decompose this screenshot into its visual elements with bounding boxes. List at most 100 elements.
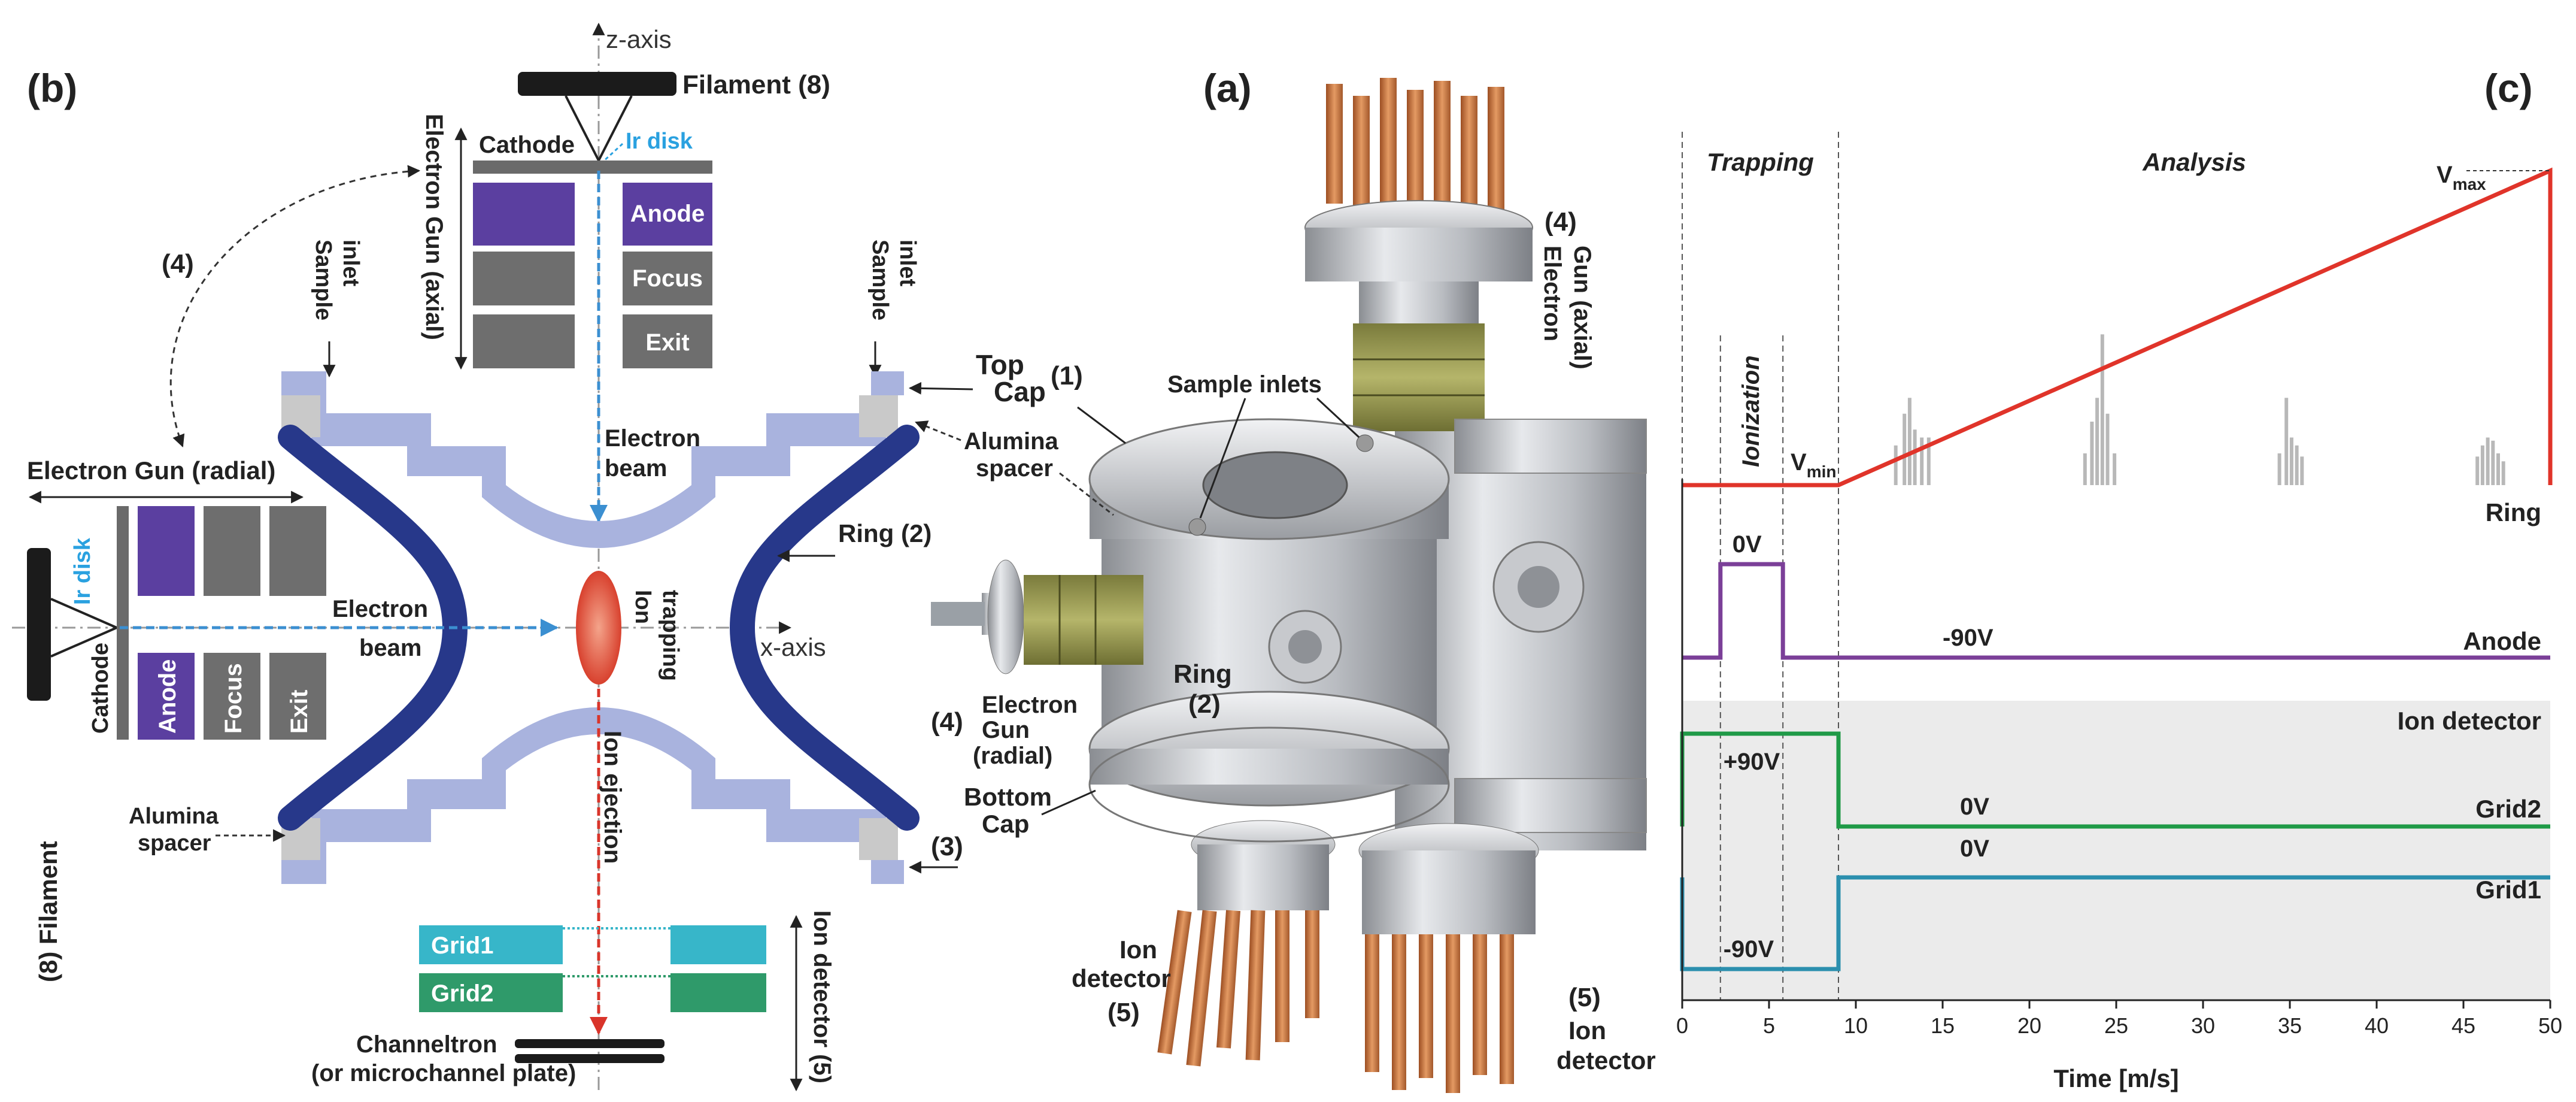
bottom-cap-section xyxy=(281,707,904,884)
x-tick-label: 15 xyxy=(1931,1013,1955,1038)
alumina-spacer-bottom-right xyxy=(859,818,898,860)
ring-series-label: Ring xyxy=(2486,498,2541,526)
gun-radial-label: Electron Gun (radial) xyxy=(27,456,275,485)
anode-series-label: Anode xyxy=(2463,627,2541,655)
ion-cloud xyxy=(576,571,621,685)
x-tick-label: 5 xyxy=(1763,1013,1775,1038)
sample-inlet-port-2 xyxy=(1356,434,1374,452)
ion-detector-b-label: Ion detector (5) xyxy=(809,910,835,1083)
ion-trapping-label-1: Ion xyxy=(630,590,656,624)
bottom-cap-label-1: Bottom xyxy=(964,783,1052,811)
axial-connector-pin-5 xyxy=(1434,81,1451,210)
anode-left-top xyxy=(138,506,195,596)
spectrum-peak xyxy=(2289,437,2293,485)
channeltron-label-2: (or microchannel plate) xyxy=(311,1060,576,1086)
ir-disk-left-label: Ir disk xyxy=(70,537,95,605)
gun-axial-a-num: (4) xyxy=(1545,207,1577,237)
x-tick-label: 20 xyxy=(2017,1013,2041,1038)
vmax-sub: max xyxy=(2453,175,2486,193)
panel-b: (b) z-axis x-axis Filament (8) Ir disk C… xyxy=(12,22,932,1092)
sample-inlet-left-label-2: inlet xyxy=(338,240,363,286)
det-left-pin-3 xyxy=(1216,910,1240,1049)
exit-top-left xyxy=(473,314,575,368)
det-right-pin-3 xyxy=(1419,934,1433,1078)
panel-a-label: (a) xyxy=(1203,66,1252,110)
electron-beam-top-label-1: Electron xyxy=(605,425,700,452)
axial-gun-coil xyxy=(1353,323,1485,431)
radial-gun-connector xyxy=(931,602,985,626)
ion-det-a-left-label-1: Ion xyxy=(1119,936,1157,964)
det-left-pin-4 xyxy=(1245,910,1266,1061)
det-right-pin-5 xyxy=(1473,934,1487,1075)
cathode-left-label: Cathode xyxy=(88,643,113,734)
ir-disk-top-pointer xyxy=(600,143,624,164)
ion-trapping-label-2: trapping xyxy=(658,590,683,681)
channeltron-label-1: Channeltron xyxy=(356,1031,497,1058)
det-right-pin-2 xyxy=(1392,934,1406,1090)
top-cap-arrow xyxy=(908,382,973,395)
ring-a-label-1: Ring xyxy=(1173,659,1232,689)
top-cap-section xyxy=(281,371,904,548)
anode-top-right xyxy=(623,183,712,246)
ring-right xyxy=(729,425,920,831)
filament-top-label: Filament (8) xyxy=(682,70,830,99)
x-tick-label: 50 xyxy=(2538,1013,2562,1038)
top-cap-leader xyxy=(1077,406,1126,444)
gun-radial-a-num: (4) xyxy=(931,707,963,737)
filament-top xyxy=(518,72,676,96)
callout-4-curve xyxy=(169,165,421,447)
radial-gun-assembly xyxy=(931,559,1143,674)
sample-inlet-left-label-1: Sample xyxy=(311,240,336,320)
x-axis-title: Time [m/s] xyxy=(2053,1064,2178,1092)
spectrum-peak xyxy=(2480,445,2484,485)
anode-voltage-trace xyxy=(1682,562,2550,660)
sample-inlets-label: Sample inlets xyxy=(1167,371,1322,398)
spectrum-peak xyxy=(2090,422,2094,485)
alumina-spacer-top-right xyxy=(859,395,898,437)
spectrum-peak xyxy=(2105,413,2110,485)
x-tick-label: 30 xyxy=(2191,1013,2215,1038)
sample-inlets-leader-2 xyxy=(1316,397,1360,438)
spectrum-peak xyxy=(1894,445,1898,485)
focus-left-label: Focus xyxy=(220,663,247,734)
axial-connector-pin-6 xyxy=(1461,96,1477,210)
exit-top-label: Exit xyxy=(645,329,689,356)
grid2-left xyxy=(419,973,563,1012)
callout-4-b: (4) xyxy=(162,249,194,278)
axial-gun-assembly xyxy=(1304,78,1533,431)
spectrum-peak xyxy=(1920,437,1924,485)
sample-inlet-port-1 xyxy=(1188,518,1206,536)
ring-2-label: Ring (2) xyxy=(838,519,932,547)
grid2-right xyxy=(670,973,766,1012)
front-port-inner xyxy=(1288,630,1322,664)
grid2-label: Grid2 xyxy=(431,980,493,1007)
axial-connector-pin-1 xyxy=(1326,84,1343,204)
focus-left-bottom xyxy=(204,653,260,740)
spectrum-peak xyxy=(2100,334,2104,485)
back-top-flange xyxy=(1454,419,1647,474)
ion-det-a-right-num: (5) xyxy=(1568,983,1601,1012)
sample-inlet-right-label-2: inlet xyxy=(895,240,920,286)
exit-left-top xyxy=(269,506,326,596)
spectrum-peak xyxy=(2083,453,2087,485)
ion-detector-region xyxy=(1682,701,2550,1000)
top-cap-bore xyxy=(1202,451,1348,519)
electron-beam-left-label-2: beam xyxy=(359,635,422,661)
spectrum-peak xyxy=(1926,437,1931,485)
det-right-pin-1 xyxy=(1365,934,1379,1072)
axial-flange-body xyxy=(1305,228,1533,281)
top-cap-label-2: Cap xyxy=(994,376,1046,407)
det-left-pin-6 xyxy=(1305,910,1319,1018)
gun-axial-label: Electron Gun (axial) xyxy=(421,114,447,340)
axial-connector-pin-2 xyxy=(1353,96,1370,210)
spectrum-peak xyxy=(2486,437,2490,485)
grid1-left xyxy=(419,925,563,964)
focus-top-left xyxy=(473,252,575,305)
ion-det-a-right-label-2: detector xyxy=(1556,1046,1656,1074)
spectrum-peak xyxy=(2113,453,2117,485)
alumina-spacer-a-label-2: spacer xyxy=(976,455,1053,482)
bottom-cap-outline xyxy=(1088,726,1450,843)
x-tick-label: 25 xyxy=(2104,1013,2128,1038)
panel-a: (a) xyxy=(908,66,1656,1093)
